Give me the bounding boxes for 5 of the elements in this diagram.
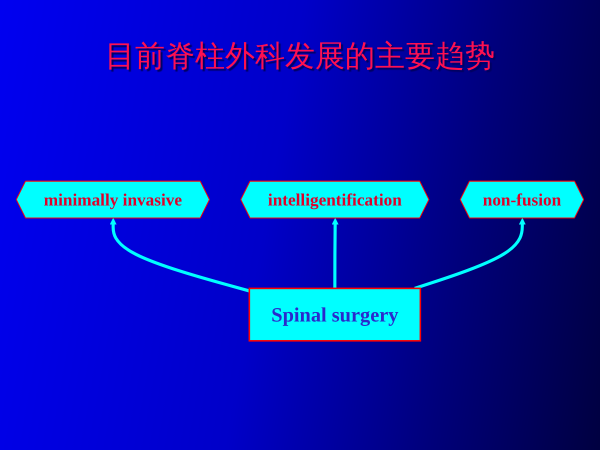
node-box: Spinal surgery bbox=[248, 288, 422, 342]
arrow bbox=[332, 218, 339, 288]
title: 目前脊柱外科发展的主要趋势 bbox=[105, 38, 495, 76]
arrow bbox=[110, 218, 250, 292]
arrow bbox=[414, 218, 526, 290]
